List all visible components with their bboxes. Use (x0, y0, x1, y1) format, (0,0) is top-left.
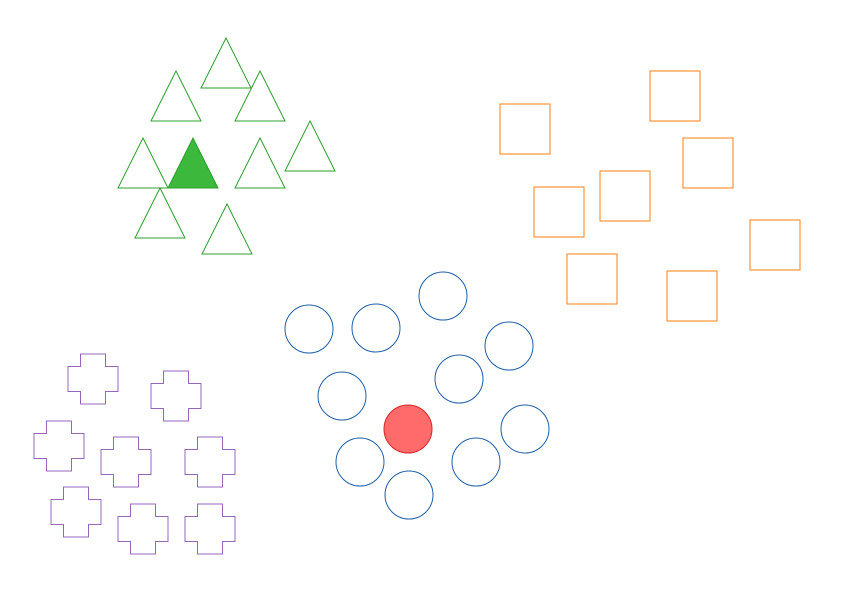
square (682, 137, 734, 189)
circle-highlighted (383, 404, 433, 454)
cross (184, 436, 236, 488)
triangle-group (117, 36, 336, 255)
circle (384, 470, 434, 520)
triangle-highlighted (167, 136, 219, 189)
circle (451, 437, 501, 487)
circle (351, 303, 401, 353)
square (649, 70, 701, 122)
square (499, 103, 551, 155)
triangle (284, 119, 336, 172)
triangle (201, 202, 253, 255)
cross (184, 503, 236, 555)
square (599, 170, 651, 222)
triangle (117, 136, 169, 189)
circle (484, 321, 534, 371)
square (533, 186, 585, 238)
cross (33, 420, 85, 472)
circle (418, 271, 468, 321)
square (749, 219, 801, 271)
triangle (200, 36, 252, 89)
circle (317, 371, 367, 421)
square-group (499, 70, 801, 322)
circle (284, 304, 334, 354)
cross (100, 436, 152, 488)
triangle (150, 69, 202, 122)
triangle (134, 186, 186, 239)
cross-group (33, 353, 236, 555)
circle-group (284, 271, 550, 520)
cross (67, 353, 119, 405)
cross (50, 486, 102, 538)
circle (500, 404, 550, 454)
circle (434, 354, 484, 404)
circle (335, 437, 385, 487)
cross (117, 503, 169, 555)
square (566, 253, 618, 305)
square (666, 270, 718, 322)
triangle (234, 69, 286, 122)
triangle (234, 136, 286, 189)
cross (150, 370, 202, 422)
